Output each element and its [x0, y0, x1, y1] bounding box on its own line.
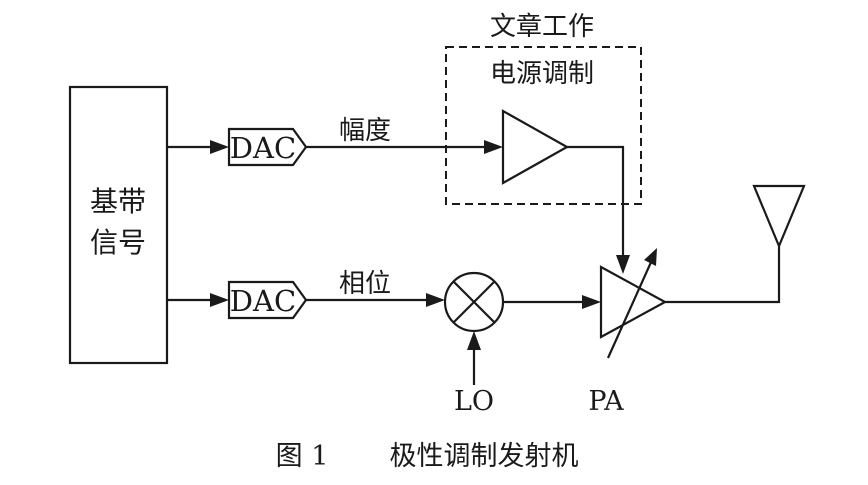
caption-number: 图 1 — [276, 441, 329, 472]
supply-modulator-amplifier — [501, 109, 570, 185]
supply-modulation-label: 电源调制 — [490, 59, 594, 89]
mixer-cross-b — [453, 281, 495, 323]
pa-supply-arrow — [616, 255, 630, 274]
caption-text: 极性调制发射机 — [390, 441, 579, 472]
phase-label: 相位 — [339, 269, 391, 299]
work-region-title: 文章工作 — [490, 12, 594, 42]
pa-to-antenna-line — [665, 246, 781, 304]
supply-to-pa-line — [567, 145, 625, 258]
mixer-input-arrow — [426, 293, 445, 307]
dac-bottom-input-arrow — [210, 293, 229, 307]
antenna-icon — [752, 184, 806, 249]
dac-bottom-block — [227, 280, 308, 320]
baseband-signal-block — [68, 85, 169, 365]
modulator-input-arrow — [484, 140, 503, 154]
dac-top-label: DAC — [230, 131, 296, 165]
pa-variable-arrow-head — [644, 248, 657, 266]
pa-input-arrow — [582, 295, 601, 309]
pa-label: PA — [588, 386, 624, 417]
amplitude-label: 幅度 — [339, 116, 391, 146]
baseband-label-line2: 信号 — [90, 226, 146, 259]
lo-label: LO — [454, 386, 494, 417]
dac-top-block — [227, 127, 308, 167]
dac-top-input-arrow — [210, 140, 229, 154]
baseband-label-line1: 基带 — [90, 185, 146, 218]
dac-bottom-label: DAC — [230, 284, 296, 318]
lo-input-arrow — [467, 331, 481, 350]
pa-variable-arrow-shaft — [606, 259, 654, 359]
work-region-dashed-box — [445, 46, 642, 205]
